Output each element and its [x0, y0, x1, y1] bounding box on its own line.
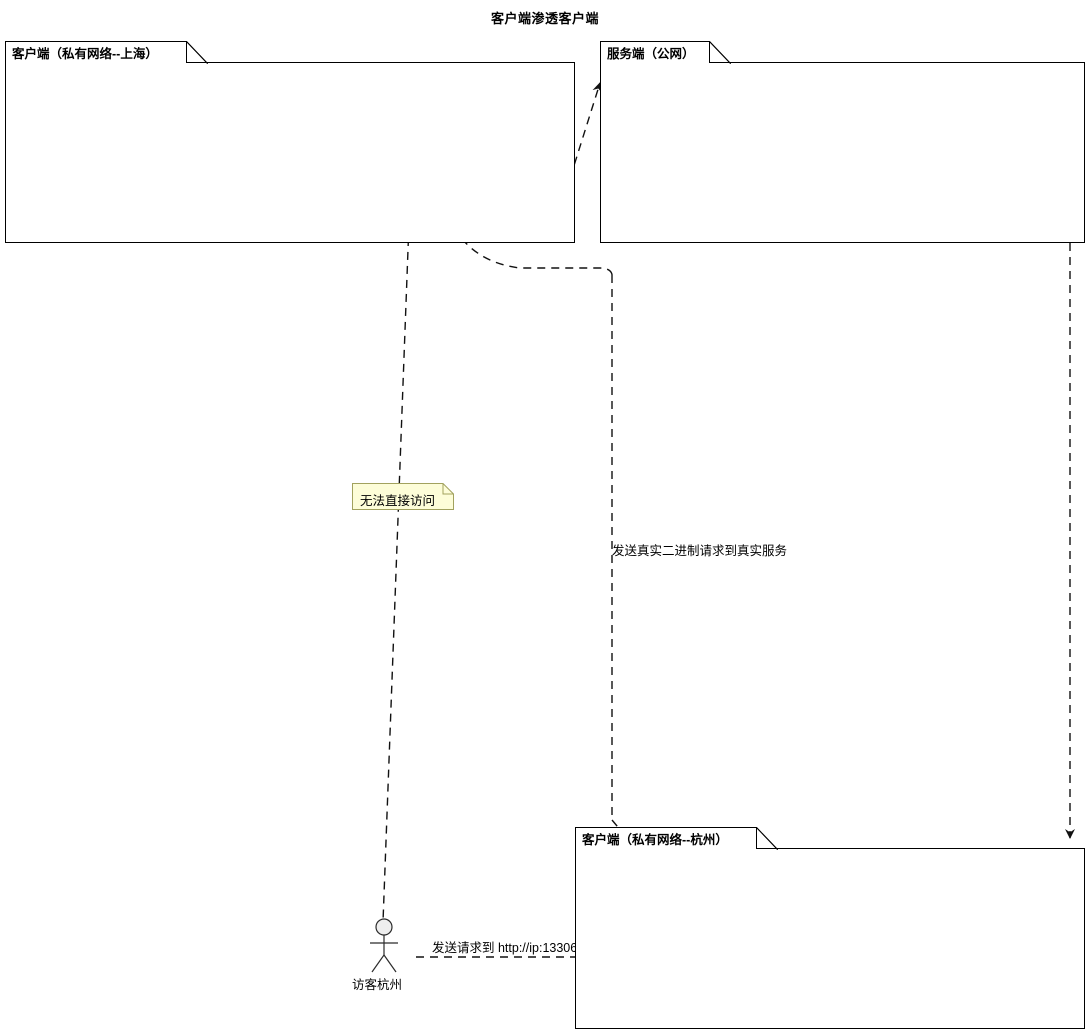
package-tab-slant-icon	[186, 41, 208, 64]
edge-label-actor-request: 发送请求到 http://ip:13306	[432, 937, 577, 956]
package-client-shanghai-tab: 客户端（私有网络--上海）	[5, 41, 187, 63]
note-no-direct-access-text: 无法直接访问	[360, 494, 436, 508]
package-server-public-body	[600, 62, 1085, 243]
actor-visitor-hangzhou-label: 访客杭州	[351, 978, 402, 992]
actor-stick-figure-icon	[370, 918, 398, 973]
package-client-hangzhou[interactable]: 客户端（私有网络--杭州） 客户端端口 客户端开放端口:13306	[575, 827, 1085, 1029]
package-client-hangzhou-body	[575, 848, 1085, 1029]
package-client-shanghai[interactable]: 客户端（私有网络--上海） 上海客户端端口 上海默认UI页面端口:6	[5, 41, 575, 243]
note-no-direct-access[interactable]: 无法直接访问	[352, 483, 454, 510]
edge-label-server-binary: 发送真实二进制请求到真实服务	[612, 540, 787, 559]
package-tab-slant-icon	[709, 41, 731, 64]
package-client-shanghai-body	[5, 62, 575, 243]
package-server-public-tab: 服务端（公网）	[600, 41, 710, 63]
package-server-public[interactable]: 服务端（公网） 服务端开放端口 默认UI页面端口:6001	[600, 41, 1085, 243]
edge-label-server-binary-text: 发送真实二进制请求到真实服务	[612, 544, 788, 558]
diagram-title: 客户端渗透客户端	[490, 11, 599, 26]
package-server-public-title: 服务端（公网）	[607, 47, 695, 61]
edge-mysql-to-actor	[382, 195, 411, 923]
actor-visitor-hangzhou[interactable]: 访客杭州	[352, 918, 402, 998]
note-shape-icon	[352, 483, 454, 510]
edge-label-actor-request-text: 发送请求到 http://ip:13306	[432, 941, 578, 955]
package-client-hangzhou-title: 客户端（私有网络--杭州）	[582, 833, 728, 847]
package-client-hangzhou-tab: 客户端（私有网络--杭州）	[575, 827, 757, 849]
package-client-shanghai-title: 客户端（私有网络--上海）	[12, 47, 158, 61]
package-tab-slant-icon	[756, 827, 778, 850]
